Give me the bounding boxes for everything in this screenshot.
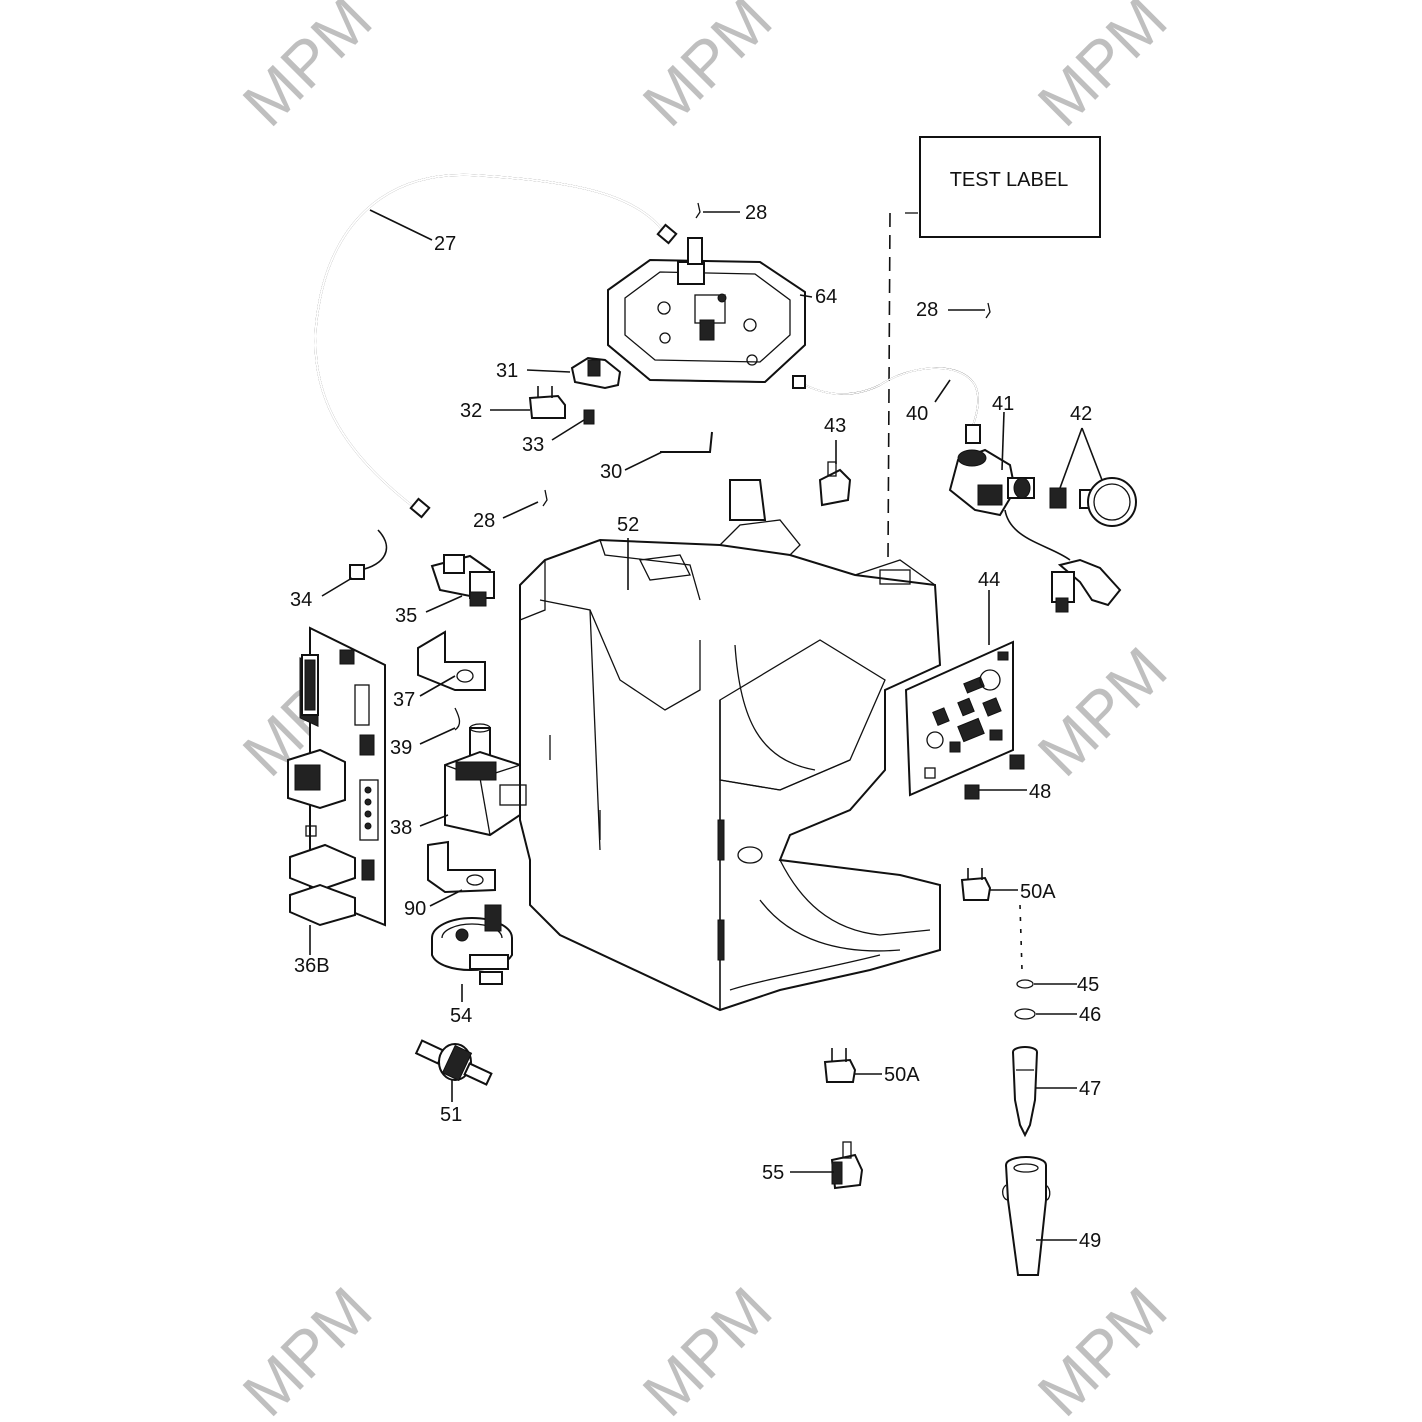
watermark-9: MPM [1024,1273,1180,1422]
alignment-dotted-line [1019,904,1023,971]
clip-28-mid [542,489,548,507]
callout-44: 44 [978,569,1000,591]
power-board-36b [287,626,386,945]
flowmeter-51 [414,1039,493,1086]
pcb-44 [904,640,1014,797]
callout-64: 64 [815,286,837,308]
knobs-48 [964,754,1025,800]
connector-32 [528,386,566,419]
callout-36b: 36B [294,955,330,977]
tube-27 [314,173,678,519]
callout-52: 52 [617,514,639,536]
clip-28-right [985,302,991,319]
callout-35: 35 [395,605,417,627]
callout-48: 48 [1029,781,1051,803]
watermark-3: MPM [1024,0,1180,140]
callout-39: 39 [390,737,412,759]
callout-41: 41 [992,393,1014,415]
watermark-8: MPM [629,1273,785,1422]
test-label-text: TEST LABEL [950,169,1069,191]
bracket-37 [417,630,486,691]
callout-28-mid: 28 [473,510,495,532]
callout-27: 27 [434,233,456,255]
pin-30 [660,431,713,453]
steam-nozzle-47 [1012,1046,1038,1138]
frother-49 [1002,1156,1051,1276]
callout-55: 55 [762,1162,784,1184]
callout-37: 37 [393,689,415,711]
callout-40: 40 [906,403,928,425]
o-ring-45 [1016,979,1034,989]
callout-28-top: 28 [745,202,767,224]
callout-32: 32 [460,400,482,422]
chassis-52 [519,479,942,1012]
callout-43: 43 [824,415,846,437]
leader-lines [309,209,1103,1241]
clip-39 [454,707,461,731]
callout-46: 46 [1079,1004,1101,1026]
o-ring-46 [1014,1008,1036,1020]
microswitch-43 [818,461,852,507]
o-rings [1014,979,1036,1020]
connector-55 [830,1141,864,1190]
test-label-box: TEST LABEL [887,136,1101,561]
steam-valve-41 [948,424,1122,613]
bracket-90 [427,840,496,894]
callout-50a-lower: 50A [884,1064,920,1086]
bracket-31 [570,356,622,390]
callout-51: 51 [440,1104,462,1126]
clip-28-top [695,202,701,219]
watermark-7: MPM [229,1273,385,1422]
callout-50a-upper: 50A [1020,881,1056,903]
callout-90: 90 [404,898,426,920]
callout-31: 31 [496,360,518,382]
watermark-1: MPM [229,0,385,140]
callout-42: 42 [1070,403,1092,425]
spring-33 [583,409,595,425]
callout-labels: 27 28 64 28 31 32 33 30 43 40 41 42 28 5… [290,202,1101,1252]
callout-30: 30 [600,461,622,483]
tube-40 [792,367,979,429]
callout-49: 49 [1079,1230,1101,1252]
callout-33: 33 [522,434,544,456]
connector-50a-upper [960,868,992,901]
solenoid-valve-35 [430,554,495,607]
callout-28-right: 28 [916,299,938,321]
boiler-cover-64 [607,237,806,384]
callout-47: 47 [1079,1078,1101,1100]
callout-45: 45 [1077,974,1099,996]
watermark-6: MPM [1024,633,1180,789]
cable-34 [349,529,388,580]
callout-34: 34 [290,589,312,611]
watermark-2: MPM [629,0,785,140]
knob-42 [1049,477,1137,527]
pump-38 [444,723,527,837]
callout-38: 38 [390,817,412,839]
callout-54: 54 [450,1005,472,1027]
pressure-switch-54 [431,904,513,985]
connector-50a-lower [823,1048,857,1083]
